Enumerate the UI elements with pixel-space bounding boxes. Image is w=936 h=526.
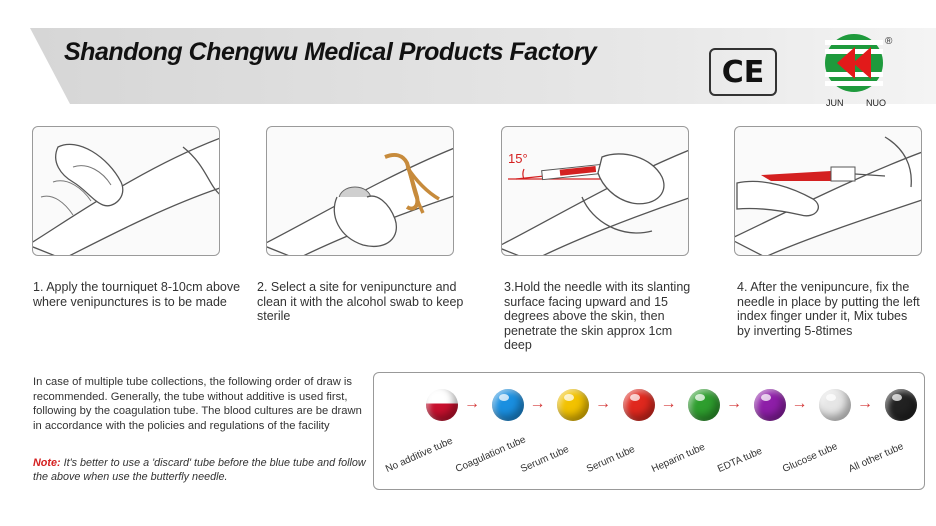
tube-color-ball [426,389,458,421]
order-arrow-icon: → [660,395,677,412]
tube-label: Heparin tube [650,441,707,476]
step-2-illustration [266,126,454,256]
tube-color-ball [557,389,589,421]
tube-color-ball [819,389,851,421]
step-3-illustration: 15° [501,126,689,256]
order-arrow-icon: → [857,395,873,412]
step-2-text: 2. Select a site for venipuncture and cl… [257,280,464,323]
step-1-text: 1. Apply the tourniquet 8-10cm above whe… [33,280,241,309]
tube-label: Serum tube [584,443,637,476]
order-arrow-icon: → [529,395,546,412]
note-text: It's better to use a 'discard' tube befo… [33,457,366,483]
step-4-text: 4. After the venipuncure, fix the needle… [737,280,920,338]
order-arrow-icon: → [464,395,480,412]
tube-color-ball [688,389,720,421]
registered-mark: ® [885,36,893,47]
tube-order-panel: No additive tube → Coagulation tube → Serum … [373,372,925,490]
order-arrow-icon: → [595,395,611,412]
order-arrow-icon: → [791,395,808,412]
page-title: Shandong Chengwu Medical Products Factor… [64,38,597,66]
step-4-illustration [734,126,922,256]
order-arrow-icon: → [726,395,742,412]
tube-label: Coagulation tube [453,434,528,476]
tube-color-ball [884,389,917,421]
tube-label: Glucose tube [781,441,840,476]
logo-caption-left: JUN [826,98,844,108]
tube-label: Serum tube [519,443,571,476]
order-of-draw-text: In case of multiple tube collections, th… [33,376,362,432]
note: Note: It's better to use a 'discard' tub… [33,457,373,484]
tube-label: EDTA tube [715,445,764,476]
logo-caption: JUN NUO [826,98,886,108]
tube-label: No additive tube [384,435,455,476]
tube-color-ball [491,389,524,421]
tube-color-ball [753,389,786,421]
step-1-illustration [32,126,220,256]
junnuo-logo-icon [823,32,885,94]
logo-caption-right: NUO [866,98,886,108]
step-3-text: 3.Hold the needle with its slanting surf… [504,280,691,352]
tube-label: All other tube [846,441,905,476]
ce-mark: CE [709,48,777,96]
note-label: Note: [33,457,61,469]
angle-label: 15° [508,151,528,166]
tube-color-ball [622,389,655,421]
